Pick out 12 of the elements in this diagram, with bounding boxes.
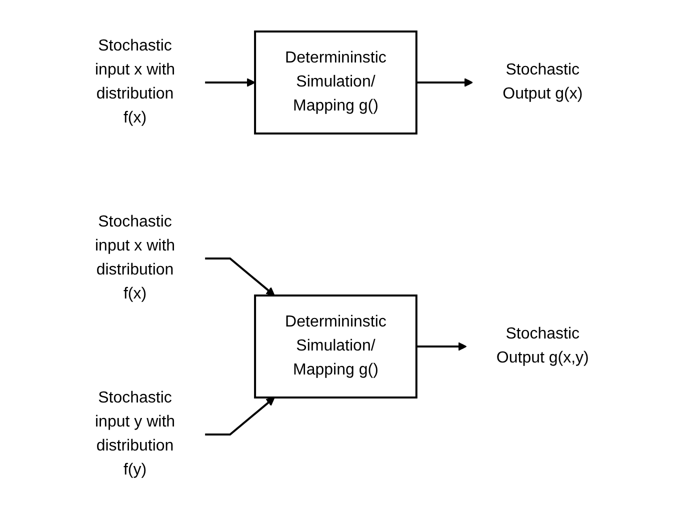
- node-text: Stochastic Output g(x,y): [496, 326, 588, 366]
- arrow: [204, 258, 274, 296]
- node-box: Determininstic Simulation/ Mapping g(): [254, 30, 417, 134]
- node-text: Stochastic Output g(x): [502, 62, 582, 102]
- arrow: [416, 78, 473, 87]
- node-text: Stochastic input y with distribution f(y): [94, 390, 175, 478]
- arrow: [204, 397, 274, 436]
- node-box: Determininstic Simulation/ Mapping g(): [254, 294, 417, 398]
- node-text: Stochastic input x with distribution f(x): [94, 38, 175, 126]
- node-text: Stochastic input x with distribution f(x): [94, 214, 175, 302]
- arrow: [416, 342, 466, 351]
- arrow: [204, 78, 255, 87]
